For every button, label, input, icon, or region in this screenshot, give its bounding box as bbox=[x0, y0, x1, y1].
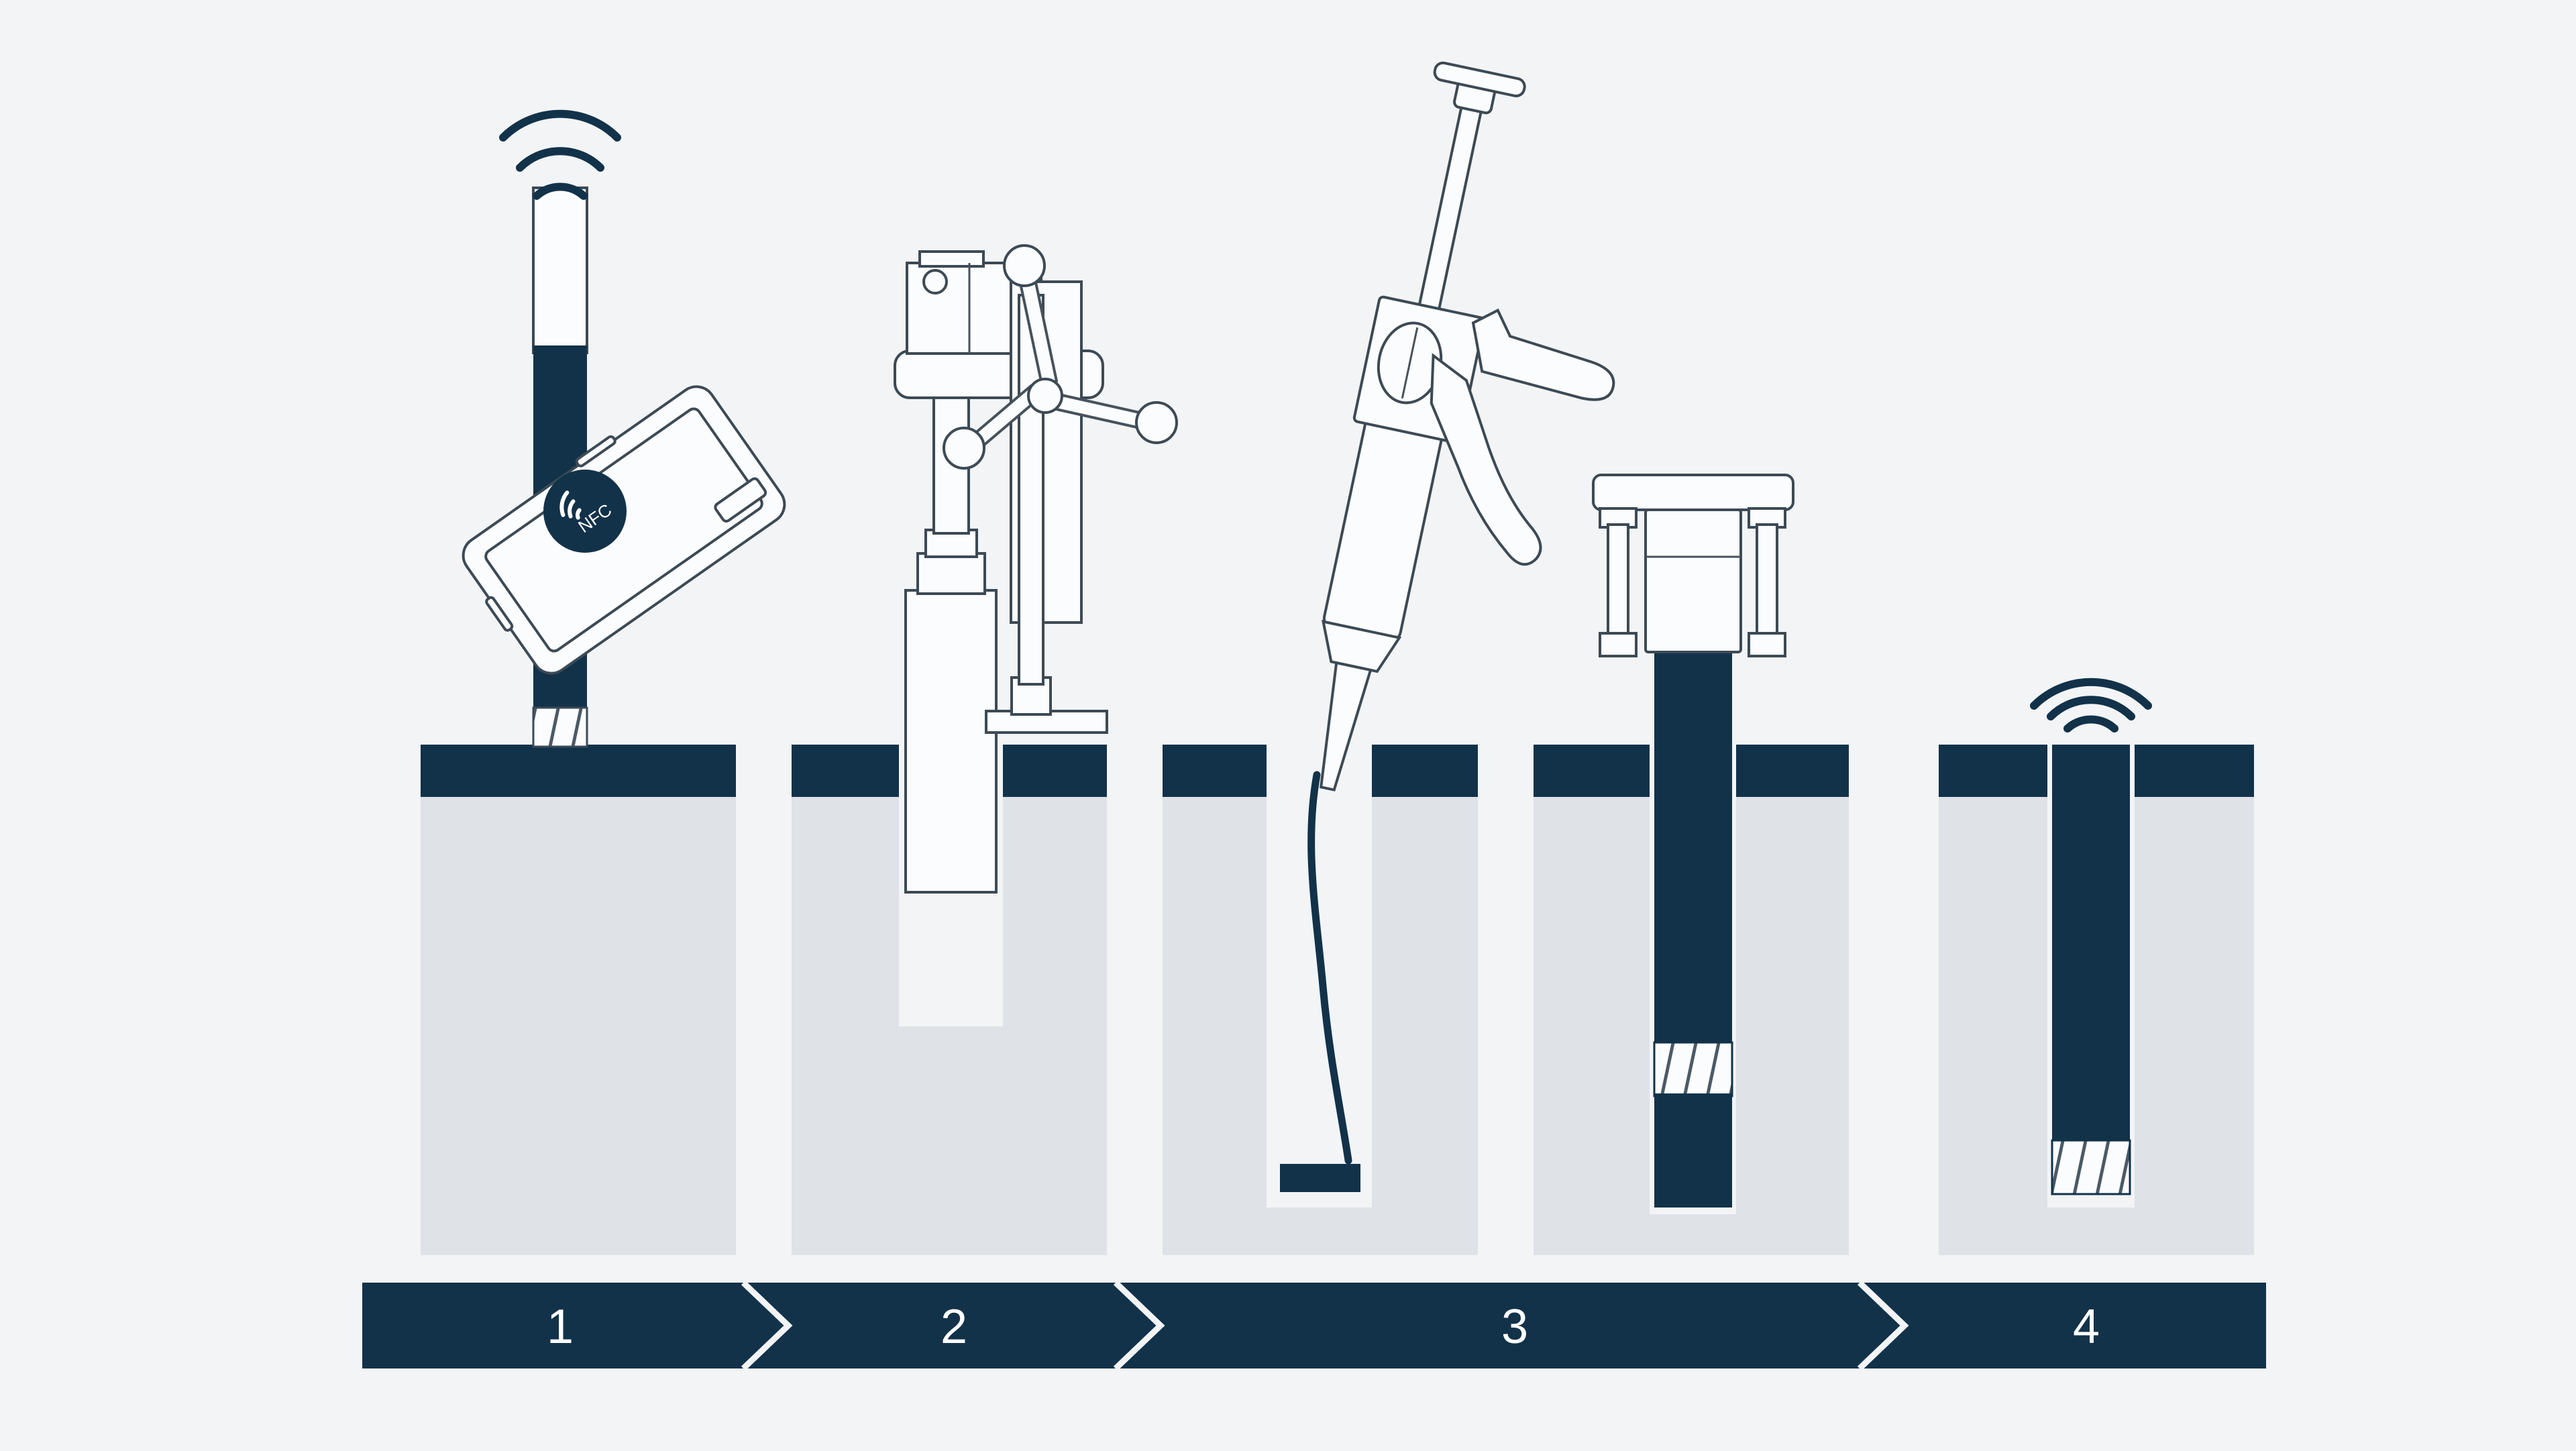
mortar-bond-4 bbox=[1653, 1041, 1733, 1097]
substrate-block-1 bbox=[421, 797, 736, 1255]
surface-band-1 bbox=[421, 745, 736, 797]
anchor-head-1 bbox=[532, 186, 588, 354]
nfc-wave-icon bbox=[499, 109, 621, 200]
panel-scan: NFC bbox=[421, 109, 792, 1255]
drill-crank-handle[interactable] bbox=[943, 244, 1178, 470]
nfc-wave-icon-verify bbox=[2030, 678, 2152, 733]
drill-barrel bbox=[904, 589, 998, 894]
crank-hub bbox=[1027, 378, 1063, 414]
progress-bar-track bbox=[362, 1283, 2266, 1368]
drill-chuck-lower bbox=[916, 552, 986, 595]
setting-tool-crossbar bbox=[1592, 474, 1794, 511]
panel-verify bbox=[1939, 678, 2254, 1255]
phone-speaker bbox=[575, 435, 616, 468]
nfc-badge-waves bbox=[559, 490, 582, 520]
anchor-shank-5 bbox=[2052, 745, 2130, 1147]
nfc-badge[interactable]: NFC bbox=[543, 470, 627, 553]
setting-tool-left-foot bbox=[1599, 632, 1638, 657]
progress-chevrons bbox=[741, 1280, 1909, 1371]
setting-tool-right-leg bbox=[1756, 523, 1778, 641]
injection-gun[interactable] bbox=[1278, 60, 1672, 829]
surface-band-3-left bbox=[1163, 745, 1267, 797]
phone-home-button bbox=[714, 477, 767, 523]
gun-t-handle bbox=[1433, 61, 1526, 98]
surface-band-2-left bbox=[792, 745, 899, 797]
surface-band-4-left bbox=[1534, 745, 1650, 797]
mortar-extension-tube bbox=[1307, 771, 1352, 1165]
panel-drill bbox=[792, 244, 1178, 1255]
surface-band-2-right bbox=[1003, 745, 1107, 797]
crank-knob-right bbox=[1135, 401, 1178, 444]
drill-foot-rod bbox=[1018, 294, 1044, 686]
mortar-deposit bbox=[1280, 1164, 1360, 1192]
crank-knob-top bbox=[1003, 244, 1046, 287]
step-label-4[interactable]: 4 bbox=[2073, 1300, 2100, 1354]
step-progress-bar: 1 2 3 4 bbox=[362, 1280, 2266, 1371]
setting-tool-right-foot bbox=[1748, 632, 1786, 657]
surface-band-4-right bbox=[1736, 745, 1849, 797]
chevron-2-3-icon bbox=[1113, 1280, 1165, 1371]
step-label-1[interactable]: 1 bbox=[547, 1300, 574, 1354]
setting-tool-sleeve bbox=[1644, 508, 1742, 653]
surface-band-5-right bbox=[2135, 745, 2254, 797]
step-label-3[interactable]: 3 bbox=[1501, 1300, 1528, 1354]
panel-set bbox=[1534, 474, 1849, 1255]
crank-knob-left bbox=[943, 427, 985, 470]
gun-nozzle-tip bbox=[1319, 661, 1373, 792]
surface-band-3-right bbox=[1372, 745, 1478, 797]
mortar-collar-1 bbox=[532, 706, 588, 748]
setting-tool-left-leg bbox=[1607, 523, 1629, 641]
panel-inject bbox=[1163, 60, 1672, 1255]
gun-trigger bbox=[1430, 353, 1542, 566]
drill-motor-vent bbox=[922, 269, 948, 294]
gun-thumb-wheel-groove bbox=[1401, 327, 1419, 399]
drill-motor-cap bbox=[918, 250, 985, 268]
nfc-badge-disc bbox=[543, 470, 627, 553]
mortar-bond-5 bbox=[2051, 1139, 2131, 1195]
step-label-2[interactable]: 2 bbox=[941, 1300, 967, 1354]
chevron-1-2-icon bbox=[741, 1280, 793, 1371]
chevron-3-4-icon bbox=[1857, 1280, 1909, 1371]
smartphone[interactable] bbox=[449, 375, 792, 684]
anchor-shank-4 bbox=[1654, 647, 1732, 1050]
phone-side-button bbox=[485, 596, 514, 632]
gun-rear-handle bbox=[1471, 308, 1615, 401]
anchor-embedded-tail-4 bbox=[1654, 1093, 1732, 1207]
surface-band-5-left bbox=[1939, 745, 2047, 797]
gun-nozzle-cone bbox=[1321, 620, 1402, 674]
